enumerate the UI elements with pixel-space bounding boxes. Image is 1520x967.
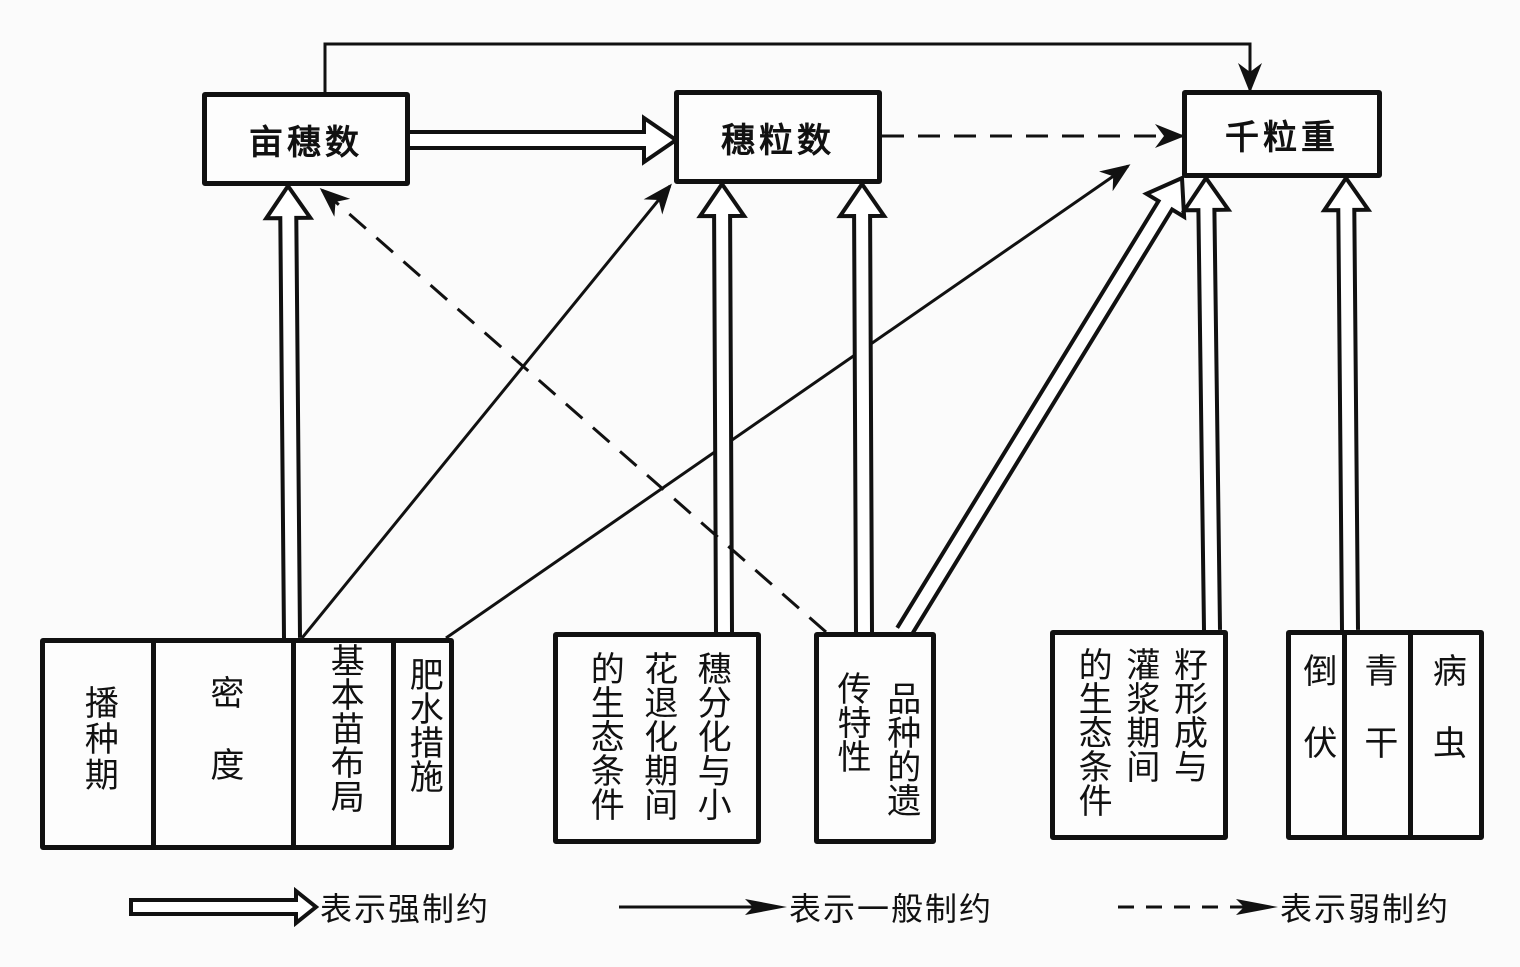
factor-grain-filling: 籽形成与 灌浆期间 的生态条件 [1055, 635, 1223, 835]
edge-mu-sui-shu-to-qian-li-zhong [323, 42, 1262, 93]
factor-group-genetics: 品种的遗 传特性 [814, 632, 936, 844]
legend-label: 表示弱制约 [1280, 890, 1451, 928]
legend-label: 表示一般制约 [789, 890, 994, 928]
edge-sui-fen-hua-to-sui-li-shu [696, 180, 748, 633]
edge-pin-zhong-to-sui-li-shu [836, 180, 888, 633]
node-mu-sui-shu: 亩穗数 [202, 92, 410, 186]
factor-group-cultivation: 播种期 密 度 基本苗布局 肥水措施 [40, 638, 454, 850]
edge-pin-zhong-to-mu-sui-shu [319, 188, 827, 634]
factor-label: 基本苗布局 [324, 643, 365, 813]
factor-label-col: 穗分化与小 [691, 651, 732, 821]
factor-variety-genetics: 品种的遗 传特性 [819, 637, 931, 839]
node-qian-li-zhong: 千粒重 [1182, 90, 1382, 178]
factor-label: 肥水措施 [403, 657, 444, 793]
edge-fei-shui-to-qian-li-zhong [445, 164, 1131, 640]
factor-label: 播种期 [78, 685, 119, 793]
general-arrow-line [323, 42, 1262, 93]
strong-arrow-icon [129, 887, 320, 927]
strong-arrow-shape [1180, 174, 1233, 631]
node-label: 千粒重 [1225, 117, 1339, 158]
edge-zi-xing-cheng-to-qian-li-zhong [1180, 174, 1233, 631]
factor-spike-differentiation: 穗分化与小 花退化期间 的生态条件 [558, 637, 756, 839]
factor-label: 密 度 [203, 675, 244, 783]
factor-label-col: 花退化期间 [637, 651, 678, 821]
node-sui-li-shu: 穗粒数 [674, 90, 882, 184]
factor-basic-seedling: 基本苗布局 [296, 643, 396, 845]
factor-group-grain-filling: 籽形成与 灌浆期间 的生态条件 [1050, 630, 1228, 840]
factor-label-col: 籽形成与 [1167, 647, 1208, 783]
factor-label-col: 灌浆期间 [1119, 647, 1160, 783]
general-arrow-icon [619, 899, 787, 915]
strong-arrow-shape [895, 174, 1187, 638]
factor-label: 病 虫 [1426, 653, 1467, 761]
factor-lodging: 倒 伏 [1291, 635, 1347, 835]
legend-weak: 表示弱制约 [1116, 884, 1450, 930]
node-label: 穗粒数 [721, 120, 835, 161]
legend-label: 表示强制约 [320, 890, 491, 928]
node-label: 亩穗数 [249, 122, 363, 163]
legend-strong: 表示强制约 [128, 884, 490, 930]
factor-label-col: 的生态条件 [584, 651, 625, 821]
factor-label-col: 品种的遗 [880, 681, 921, 817]
strong-arrow-shape [836, 180, 888, 633]
strong-arrow-shape [262, 182, 315, 639]
edge-ji-ben-miao-to-mu-sui-shu [262, 182, 315, 639]
edge-group5-to-qian-li-zhong [1320, 174, 1373, 631]
legend-general: 表示一般制约 [617, 884, 993, 930]
factor-group-spike-differentiation: 穗分化与小 花退化期间 的生态条件 [553, 632, 761, 844]
factor-sowing-date: 播种期 [45, 643, 156, 845]
factor-label-col: 传特性 [831, 671, 871, 773]
edge-ji-ben-miao-to-sui-li-shu [300, 183, 672, 639]
weak-arrow-line [319, 188, 827, 634]
edge-pin-zhong-to-qian-li-zhong [895, 174, 1187, 638]
general-arrow-line [445, 164, 1131, 640]
factor-label: 倒 伏 [1296, 653, 1337, 761]
edges-layer [262, 42, 1373, 640]
general-arrow-line [300, 183, 672, 639]
factor-disease-pests: 病 虫 [1413, 635, 1479, 835]
factor-fertilizer-water: 肥水措施 [396, 643, 449, 845]
strong-arrow-shape [1320, 174, 1373, 631]
factor-group-hazards: 倒 伏 青 干 病 虫 [1286, 630, 1484, 840]
weak-arrow-icon [1118, 899, 1278, 915]
factor-premature-drying: 青 干 [1347, 635, 1413, 835]
strong-arrow-shape [696, 180, 748, 633]
edge-mu-sui-shu-to-sui-li-shu [410, 114, 680, 166]
factor-label-col: 的生态条件 [1072, 647, 1113, 817]
factor-density: 密 度 [156, 643, 296, 845]
factor-label: 青 干 [1357, 653, 1398, 761]
strong-arrow-shape [410, 114, 680, 166]
